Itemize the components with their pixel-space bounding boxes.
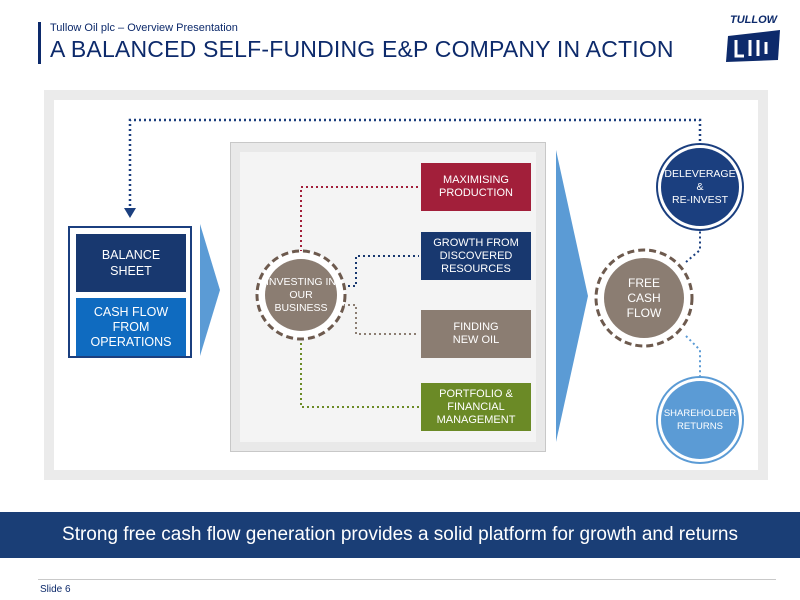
finding-new-oil-box: FINDING NEW OIL [421,310,531,358]
footer-divider [38,579,776,580]
arrow-to-investing [200,224,220,356]
connector-finding [338,304,419,335]
connector-production [300,186,419,252]
free-cash-flow-label: FREE CASH FLOW [626,275,662,320]
portfolio-management-box: PORTFOLIO & FINANCIAL MANAGEMENT [421,383,531,431]
presentation-subtitle: Tullow Oil plc – Overview Presentation [50,22,238,34]
connector-shareholder [685,335,701,378]
header-accent-bar [38,22,41,64]
free-cash-flow-circle [604,258,684,338]
investing-label: INVESTING IN OUR BUSINESS [266,275,337,314]
connector-portfolio [300,338,419,408]
maximising-production-box: MAXIMISING PRODUCTION [421,163,531,211]
connector-deleverage [685,230,701,263]
slide-number: Slide 6 [40,584,71,595]
slide-title: A BALANCED SELF-FUNDING E&P COMPANY IN A… [50,36,674,62]
connector-growth [338,255,419,287]
tullow-logo-mark [726,30,780,62]
cash-flow-box: CASH FLOW FROM OPERATIONS [76,298,186,356]
reinvest-arrowhead [124,208,136,218]
shareholder-returns-label: SHAREHOLDER RETURNS [663,408,737,432]
key-message-banner: Strong free cash flow generation provide… [0,512,800,558]
reinvest-loop-line [128,118,702,210]
balance-sheet-box: BALANCE SHEET [76,234,186,292]
growth-resources-box: GROWTH FROM DISCOVERED RESOURCES [421,232,531,280]
investing-circle [265,259,337,331]
deleverage-circle [661,148,739,226]
shareholder-circle [661,381,739,459]
logo-wordmark: TULLOW [730,14,778,26]
arrow-to-free-cash-flow [556,150,588,442]
tullow-logo [722,12,786,68]
deleverage-label: DELEVERAGE & RE-INVEST [664,167,736,206]
